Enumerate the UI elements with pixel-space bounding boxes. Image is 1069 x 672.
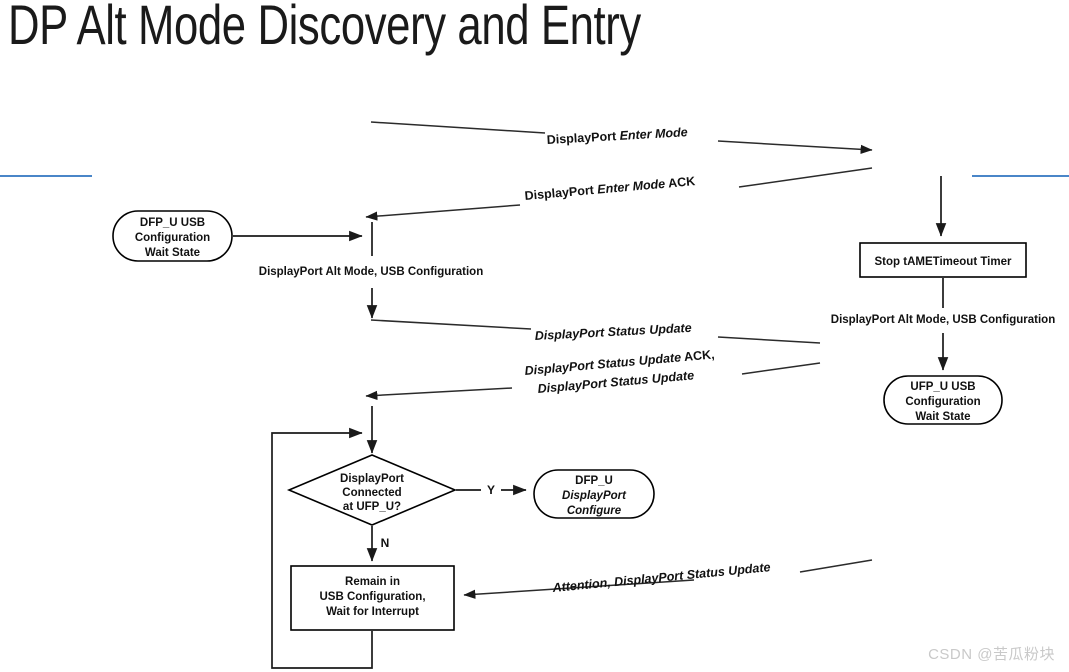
- right-lane-config-label: DisplayPort Alt Mode, USB Configuration: [831, 314, 1055, 326]
- node-remain-usb-config[interactable]: [290, 565, 455, 631]
- node-ufp-wait-state-line2: Configuration: [905, 396, 980, 408]
- node-ufp-wait-state-line1: UFP_U USB: [910, 381, 975, 393]
- node-stop-tame-timer[interactable]: [859, 242, 1027, 278]
- node-dfp-wait-state-line1: DFP_U USB: [140, 217, 205, 229]
- node-dfp-wait-state[interactable]: [112, 210, 233, 262]
- node-remain-line2: USB Configuration,: [319, 591, 425, 603]
- node-dfp-wait-state-line2: Configuration: [135, 232, 210, 244]
- enter-mode-arrow-left-segment: [370, 121, 546, 134]
- node-dfp-wait-state-line3: Wait State: [145, 247, 200, 259]
- status-update-label: DisplayPort Status Update: [534, 321, 692, 343]
- decision-line2: Connected: [342, 487, 401, 499]
- enter-mode-ack-label: DisplayPort Enter Mode ACK: [524, 174, 696, 203]
- enter-mode-arrow-right-segment: [717, 140, 873, 154]
- node-dfp-dp-configure[interactable]: [533, 469, 655, 519]
- attention-label: Attention, DisplayPort Status Update: [551, 560, 771, 595]
- node-remain-line1: Remain in: [345, 576, 400, 588]
- enter-mode-label: DisplayPort Enter Mode: [546, 125, 688, 147]
- attention-arrow-left-segment: [463, 579, 695, 599]
- node-dp-connected-decision[interactable]: [286, 454, 458, 526]
- status-update-ack-arrow-right-segment: [741, 362, 821, 375]
- node-remain-line3: Wait for Interrupt: [326, 606, 419, 618]
- csdn-watermark: CSDN @苦瓜粉块: [928, 646, 1055, 663]
- attention-arrow-right-segment: [799, 559, 873, 573]
- decision-line3: at UFP_U?: [343, 501, 401, 513]
- status-update-arrow-right-segment: [717, 336, 821, 344]
- node-ufp-wait-state[interactable]: [883, 375, 1003, 425]
- accent-rule-right: [972, 175, 1069, 177]
- enter-mode-ack-arrow-right-segment: [738, 167, 873, 188]
- node-ufp-wait-state-line3: Wait State: [915, 411, 970, 423]
- yes-branch-label: Y: [487, 483, 495, 497]
- accent-rule-left: [0, 175, 92, 177]
- node-dfp-dp-configure-line1: DFP_U: [575, 475, 613, 487]
- feedback-loop-path: [271, 427, 373, 669]
- node-dfp-dp-configure-line2: DisplayPort: [562, 490, 627, 502]
- left-lane-config-label: DisplayPort Alt Mode, USB Configuration: [259, 266, 483, 278]
- decision-line1: DisplayPort: [340, 473, 404, 485]
- node-dfp-dp-configure-line3: Configure: [567, 505, 622, 517]
- no-branch-label: N: [381, 536, 390, 550]
- enter-mode-ack-arrow-left-segment: [365, 204, 521, 221]
- status-update-ack-arrow-left-segment: [365, 387, 513, 401]
- page-title: DP Alt Mode Discovery and Entry: [8, 0, 641, 56]
- node-stop-tame-timer-label: Stop tAMETimeout Timer: [875, 256, 1012, 268]
- status-update-arrow-left-segment: [370, 319, 532, 330]
